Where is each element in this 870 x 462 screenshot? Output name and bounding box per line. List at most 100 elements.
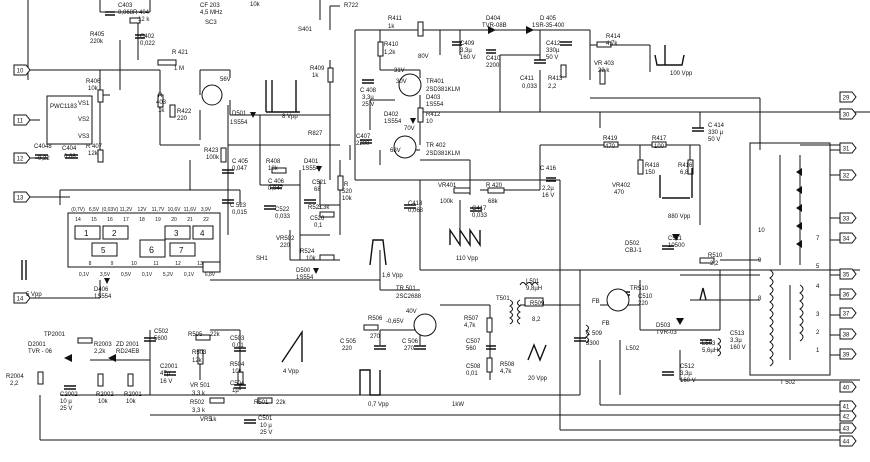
label-zd2001v: RD24EB [116,349,139,355]
label-c412v: 330µ [546,48,560,54]
label-r418: R418 [645,163,660,169]
label-fb2: FB [602,321,610,327]
label-vr5v: 1k [210,417,217,423]
label-c418: C418 [408,201,423,207]
label-s401: S401 [298,27,313,33]
label-c523: C 523 [230,203,247,209]
label-tr402v: 2SD381KLM [426,151,460,157]
label-r414: R414 [606,34,621,40]
ic-bottom-pin-voltage: 5,2V [163,272,174,278]
label-r827: R827 [308,131,323,137]
label-5vpp: 5 Vpp [26,292,42,298]
label-c505v: 220 [342,346,353,352]
label-l501: L501 [526,279,540,285]
label-56v: 56V [220,77,231,83]
terminal-40-label: 40 [843,386,850,392]
label-r420: R 420 [486,183,503,189]
label-r504v: 10k [232,369,243,375]
label-d406: D406 [94,287,109,293]
label-vr501: VR 501 [190,383,211,389]
ic-top-pin-voltage: 6,5V [89,207,100,213]
ic-top-pin-number: 19 [155,217,161,223]
label-70v: 70V [404,126,415,132]
ic-block-4: 4 [200,229,205,238]
label-r509v: 8,2 [532,317,541,323]
label-c411v: 0,033 [522,84,538,90]
label-c405v: 0,047 [232,166,248,172]
label-c4048v: 0,22 [38,156,50,162]
ic-block-7: 7 [179,246,184,255]
label-r507: R507 [464,316,479,322]
label-r405: R405 [90,32,105,38]
label-d502: D502 [625,241,640,247]
label-c408v: 3,3µ [362,95,374,101]
label-10k-top: 10k [250,2,261,8]
terminal-40 [839,381,857,393]
label-d402: D402 [384,112,399,118]
label-r410: R410 [384,42,399,48]
terminal-31-label: 31 [843,147,850,153]
label-c403v: 0,068 [118,10,134,16]
label-c505: C 505 [340,339,357,345]
ic-bottom-pin-number: 8 [89,261,92,267]
label-c414w: 50 V [708,137,720,143]
label-c512w: 160 V [680,378,696,384]
terminal-30-label: 30 [843,113,850,119]
label-r502: R502 [190,400,205,406]
label-d500: D500 [296,268,311,274]
terminal-41 [839,400,857,412]
label-31v: 31V [394,68,405,74]
ic-top-pin-voltage: 3,9V [201,207,212,213]
label-r404v: 12 k [138,17,150,23]
label-r2002v: 10k [98,399,109,405]
ic-top-pin-number: 14 [75,217,81,223]
label-c503: C503 [230,336,245,342]
label-r2004: R2004 [6,374,24,380]
label-r506v: 270 [370,334,381,340]
ic-bottom-pin-voltage: 0,1V [184,272,195,278]
label-r403: R [158,93,163,99]
label-vs2: VS2 [78,117,90,123]
label-r509: R509 [530,301,545,307]
label-c510v: 220 [638,301,649,307]
label-c2002w: 25 V [60,406,72,412]
label-c523v: 0,015 [232,210,248,216]
label-07vpp: 0,7 Vpp [368,402,389,408]
label-r417v: 100 [654,144,665,150]
label-4vpp: 4 Vpp [283,369,299,375]
waveforms [21,45,707,396]
label-c507: C507 [466,339,481,345]
ic-top-pin-number: 18 [139,217,145,223]
label-c507v: 560 [466,346,477,352]
label-8vpp: 8 Vpp [282,114,298,120]
terminal-tabs: 1011121314293031323334353637383940414243… [13,64,857,447]
ic-block-5: 5 [101,246,106,255]
label-r411: R411 [388,16,403,22]
label-40v: 40V [406,309,417,315]
ic-block-6: 6 [149,245,154,255]
label-r501v: 22k [276,400,287,406]
label-r409: R409 [310,66,325,72]
label-c502v: 5600 [154,336,168,342]
terminal-37 [839,307,857,319]
label-r506: R506 [368,316,383,322]
label-r416v: 6,8 [680,170,689,176]
label-r505: R505 [188,332,203,338]
ic-bottom-pin-number: 9 [111,261,114,267]
t502-pin-3: 3 [816,312,820,318]
label-r412: R412 [426,112,441,118]
label-c410: C410 [486,56,501,62]
label-sh1: SH1 [256,256,268,262]
label-cf203: CF 203 [200,3,220,9]
label-vr401v: 100k [440,199,454,205]
terminal-30 [839,108,857,120]
label-1kw: 1kW [452,402,464,408]
t502-pin-9: 9 [758,258,762,264]
label-c501: C501 [258,416,273,422]
ic-top-pin-voltage: 10,6V [167,207,181,213]
ic-bottom-pin-voltage: 0,1V [142,272,153,278]
label-r2001: R2001 [124,392,142,398]
t502-pin-10: 10 [758,228,765,234]
label-c510: C510 [638,294,653,300]
label-r405v: 220k [90,39,104,45]
